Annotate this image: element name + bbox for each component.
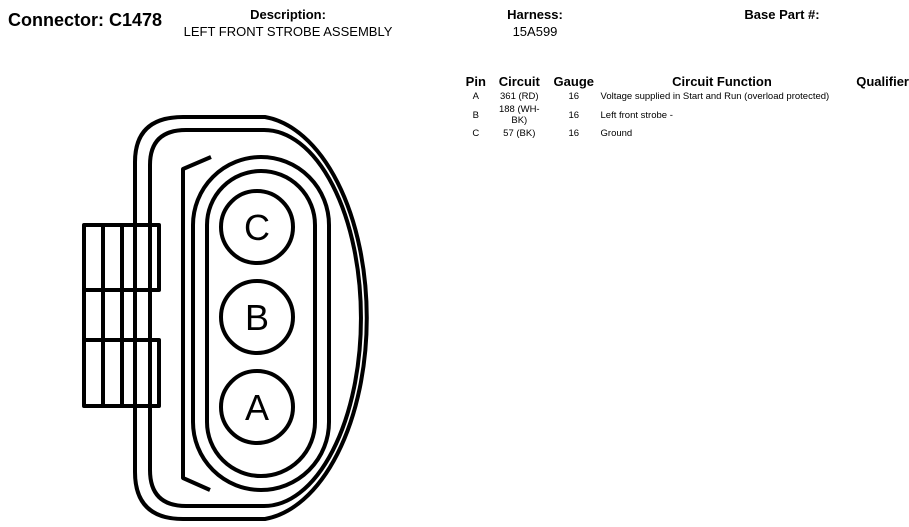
cell-function: Ground xyxy=(600,128,633,139)
cell-function: Left front strobe - xyxy=(600,109,673,121)
description-label: Description: xyxy=(250,7,326,22)
cell-circuit: 361 (RD) xyxy=(500,91,539,102)
col-header-gauge: Gauge xyxy=(553,74,594,89)
pin-c-circle xyxy=(219,189,295,265)
col-header-pin: Pin xyxy=(465,74,486,89)
table-row: A 361 (RD) 16 Voltage supplied in Start … xyxy=(460,89,909,104)
connector-housing-outer xyxy=(133,115,369,521)
connector-title: Connector: C1478 xyxy=(8,10,163,30)
pin-cavity-outer xyxy=(191,155,331,492)
cell-pin: A xyxy=(472,91,479,102)
col-header-qualifier: Qualifier xyxy=(856,74,909,89)
table-row: B 188 (WH-BK) 16 Left front strobe - xyxy=(460,104,909,126)
base-part-label: Base Part #: xyxy=(744,7,820,22)
cavity-bracket xyxy=(181,155,212,492)
cell-circuit: 57 (BK) xyxy=(503,128,536,139)
pin-a-label: A xyxy=(245,387,269,428)
cell-pin: B xyxy=(472,109,479,121)
pin-c-label: C xyxy=(244,207,270,248)
cell-circuit: 188 (WH-BK) xyxy=(498,104,540,126)
cell-gauge: 16 xyxy=(568,109,580,121)
description-value: LEFT FRONT STROBE ASSEMBLY xyxy=(183,24,393,39)
table-row: C 57 (BK) 16 Ground xyxy=(460,126,909,141)
cell-gauge: 16 xyxy=(568,91,580,102)
pin-table: Pin Circuit Gauge Circuit Function Quali… xyxy=(460,72,909,141)
pin-a-circle xyxy=(219,369,295,445)
pin-table-header-row: Pin Circuit Gauge Circuit Function Quali… xyxy=(460,72,909,89)
pin-b-label: B xyxy=(245,297,269,338)
pin-cavity-inner xyxy=(205,169,317,478)
col-header-function: Circuit Function xyxy=(672,74,772,89)
cell-function: Voltage supplied in Start and Run (overl… xyxy=(600,91,830,102)
connector-housing-inner xyxy=(148,128,363,508)
cell-gauge: 16 xyxy=(568,128,580,139)
harness-label: Harness: xyxy=(507,7,563,22)
cell-pin: C xyxy=(472,128,480,139)
pin-b-circle xyxy=(219,279,295,355)
col-header-circuit: Circuit xyxy=(498,74,540,89)
harness-value: 15A599 xyxy=(512,24,558,39)
